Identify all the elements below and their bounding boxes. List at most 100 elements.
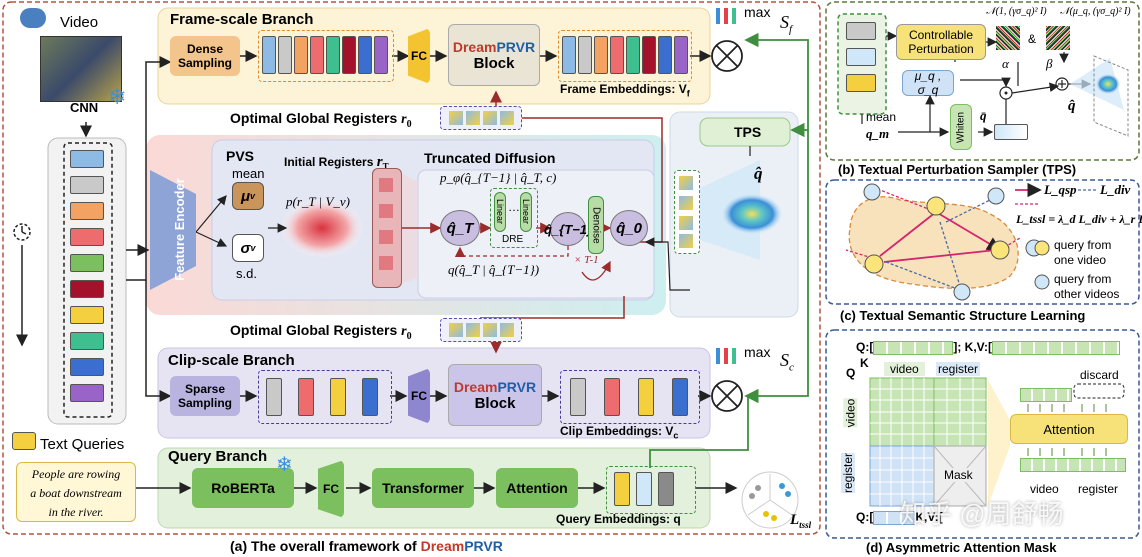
feature-cube [658, 36, 672, 74]
dreamprvr-block-clip: DreamPRVR Block [448, 364, 542, 426]
tps-input-cube [846, 74, 876, 92]
legend-line: other videos [1054, 287, 1120, 301]
score-sf: Sf [780, 12, 793, 36]
q-bar-label: q̄ [980, 108, 987, 123]
register-token [679, 216, 693, 230]
feature-cube [642, 36, 656, 74]
q-hat-T-node: q̂_T [440, 210, 480, 246]
query-text-box: People are rowing a boat downstream in t… [16, 462, 136, 522]
video-icon [20, 8, 46, 28]
max-label-frame: max [744, 4, 771, 20]
fc-layer-query: FC [318, 460, 344, 518]
register-token [379, 204, 393, 218]
max-label-clip: max [744, 344, 771, 360]
frame-feature-cube [70, 176, 104, 194]
whiten-box: Whiten [950, 104, 972, 150]
snowflake-icon: ❄ [276, 454, 293, 476]
block-word: Block [474, 394, 516, 412]
caption-a: (a) The overall framework of DreamPRVR [230, 538, 503, 554]
k-axis-letter: K [860, 356, 869, 370]
legend-line: query from [1054, 238, 1112, 252]
q-hat-T1-node: q̂_{T−1} [544, 212, 592, 246]
discard-label: discard [1080, 368, 1119, 382]
q-hat-tps: q̂ [754, 164, 763, 183]
feature-cube [310, 36, 324, 74]
normal-dist-2: 𝒩(μ_q, (γσ_q)² I) [1060, 6, 1131, 17]
p-phi-label: p_φ(q̂_{T−1} | q̂_T, c) [440, 170, 557, 185]
query-line: a boat downstream [30, 486, 122, 500]
feature-cube [562, 36, 576, 74]
frame-embeddings-label: Frame Embeddings: Vf [560, 82, 690, 99]
snowflake-icon: ❄ [108, 84, 127, 109]
q-m-label: q_m [866, 126, 890, 141]
attention-output-cells [1020, 388, 1072, 402]
legend-other-videos: query from other videos [1054, 272, 1119, 302]
register-token [465, 323, 480, 337]
attention-input-cells [1020, 458, 1126, 472]
frame-feature-cube [70, 150, 104, 168]
tps-input-cube [846, 48, 876, 66]
register-token [482, 323, 497, 337]
mu-sigma-box: μ_q , σ_q [902, 69, 954, 97]
feature-cube [358, 36, 372, 74]
mask-header: Q:[]; K,V:[ [856, 340, 1120, 355]
register-token [679, 196, 693, 210]
pvs-mean-label: mean [232, 166, 265, 181]
fc-layer-clip: FC [408, 368, 430, 424]
optimal-registers-top-label: Optimal Global Registers r0 [230, 110, 412, 130]
frame-input-features [258, 30, 394, 82]
feature-cube [636, 472, 652, 506]
mask-label: Mask [944, 468, 973, 482]
tssl-formula: L_tssl = λ_d L_div + λ_r L_qsp [1016, 212, 1142, 226]
feature-cube [638, 378, 654, 416]
frame-feature-cube [70, 228, 104, 246]
feature-cube [278, 36, 292, 74]
block-title: DreamPRVR [452, 38, 536, 55]
watermark: 知乎 @周舒畅 [900, 499, 1064, 529]
legend-one-video: query from one video [1054, 238, 1111, 268]
feature-cube [578, 36, 592, 74]
feature-cube [266, 378, 282, 416]
transformer-box: Transformer [372, 468, 474, 508]
legend-line: one video [1054, 253, 1107, 267]
feature-encoder-label: Feature Encoder [171, 178, 187, 281]
roberta-box: RoBERTa [192, 468, 294, 508]
q-hat-0-node: q̂_0 [610, 210, 648, 246]
q-hat-output: q̂ [1068, 98, 1076, 114]
register-token [465, 111, 480, 125]
feature-cube [658, 472, 674, 506]
feature-cube [262, 36, 276, 74]
frame-feature-cube [70, 306, 104, 324]
header-cells [873, 340, 954, 355]
pvs-label: PVS [226, 148, 255, 164]
truncated-diffusion-title: Truncated Diffusion [424, 150, 556, 166]
frame-feature-cube [70, 202, 104, 220]
feature-cube [672, 378, 688, 416]
mask-register-label: register [1078, 482, 1119, 496]
bar-chart-icon [716, 8, 736, 24]
dense-sampling-line1: Dense [186, 42, 224, 56]
dre-module [490, 188, 538, 248]
controllable-perturbation-box: Controllable Perturbation [896, 24, 986, 60]
fc-layer: FC [408, 28, 430, 84]
register-tokens-top [440, 106, 522, 130]
attention-box: Attention [496, 468, 578, 508]
register-tokens-bottom [440, 318, 522, 342]
frame-feature-cube [70, 384, 104, 402]
l-qsp-label: L_qsp [1044, 182, 1077, 197]
feature-cube [326, 36, 340, 74]
frame-feature-cube [70, 332, 104, 350]
register-token [379, 230, 393, 244]
dre-label: DRE [502, 234, 524, 245]
register-token [482, 111, 497, 125]
block-title: DreamPRVR [453, 378, 537, 395]
frame-feature-cube [70, 280, 104, 298]
feature-cube [298, 378, 314, 416]
register-token [379, 256, 393, 270]
query-embeddings-label: Query Embeddings: q [556, 512, 681, 526]
clip-branch-title: Clip-scale Branch [168, 352, 295, 369]
legend-line: query from [1054, 272, 1112, 286]
query-line: People are rowing [31, 467, 121, 481]
register-token [499, 323, 514, 337]
